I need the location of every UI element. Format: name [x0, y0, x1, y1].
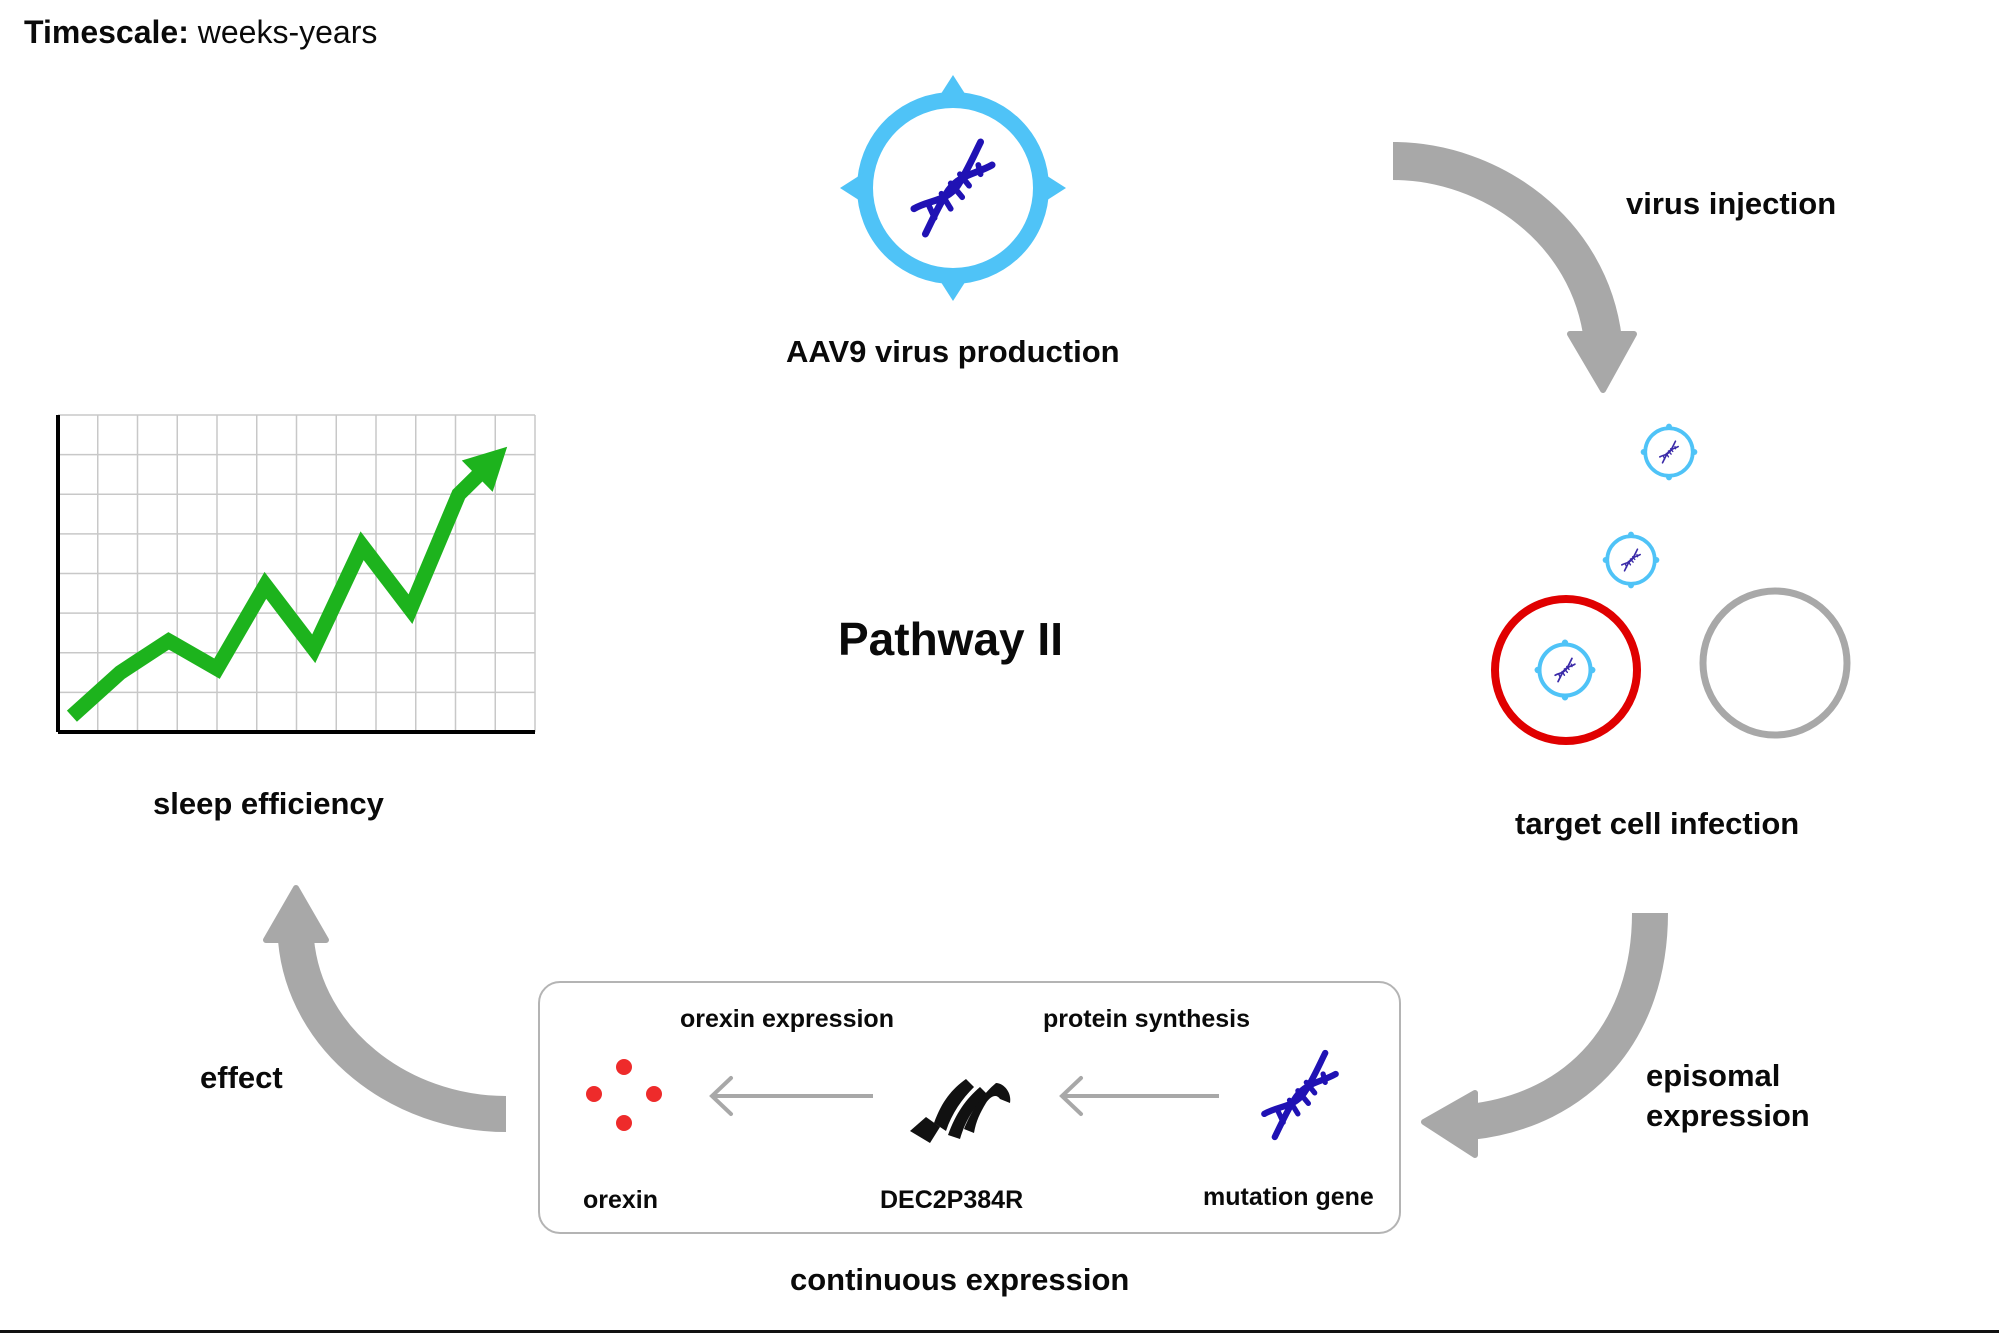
- timescale-key: Timescale:: [24, 14, 189, 50]
- episomal-expression-label: episomal expression: [1646, 1058, 1810, 1133]
- protein-synthesis-label: protein synthesis: [1043, 1005, 1250, 1033]
- uninfected-cell: [1699, 587, 1851, 739]
- effect-label: effect: [200, 1060, 283, 1095]
- aav9-virus-icon: [840, 75, 1066, 301]
- pathway-title: Pathway II: [838, 613, 1063, 665]
- virus-injection-arrow: [1392, 142, 1637, 393]
- infected-target-cell: [1491, 595, 1641, 745]
- sleep-efficiency-trend-line: [66, 459, 494, 722]
- dec2p384r-label: DEC2P384R: [880, 1186, 1024, 1214]
- bottom-divider: [0, 1330, 1999, 1333]
- small-virus-icon: [1602, 531, 1660, 589]
- virus-injection-label: virus injection: [1626, 186, 1837, 221]
- timescale-label: Timescale: weeks-years: [24, 14, 377, 51]
- effect-arrow: [263, 885, 507, 1132]
- protein-synthesis-arrow: [1059, 1076, 1219, 1116]
- target-cell-infection-label: target cell infection: [1515, 806, 1800, 841]
- sleep-efficiency-chart: [56, 414, 536, 734]
- orexin-molecules-icon: [586, 1059, 662, 1131]
- orexin-expression-arrow: [709, 1076, 873, 1116]
- small-virus-icon: [1640, 423, 1698, 481]
- continuous-expression-box: [538, 981, 1401, 1234]
- sleep-efficiency-label: sleep efficiency: [153, 786, 384, 821]
- dec2-protein-helix-icon: [910, 1079, 1011, 1143]
- continuous-expression-label: continuous expression: [790, 1262, 1130, 1297]
- orexin-expression-label: orexin expression: [680, 1005, 894, 1033]
- trend-arrowhead: [461, 446, 508, 492]
- orexin-label: orexin: [583, 1186, 659, 1214]
- timescale-value: weeks-years: [197, 14, 378, 50]
- episomal-expression-arrow: [1421, 912, 1668, 1158]
- aav9-virus-production-label: AAV9 virus production: [786, 334, 1120, 369]
- mutation-gene-label: mutation gene: [1203, 1183, 1374, 1211]
